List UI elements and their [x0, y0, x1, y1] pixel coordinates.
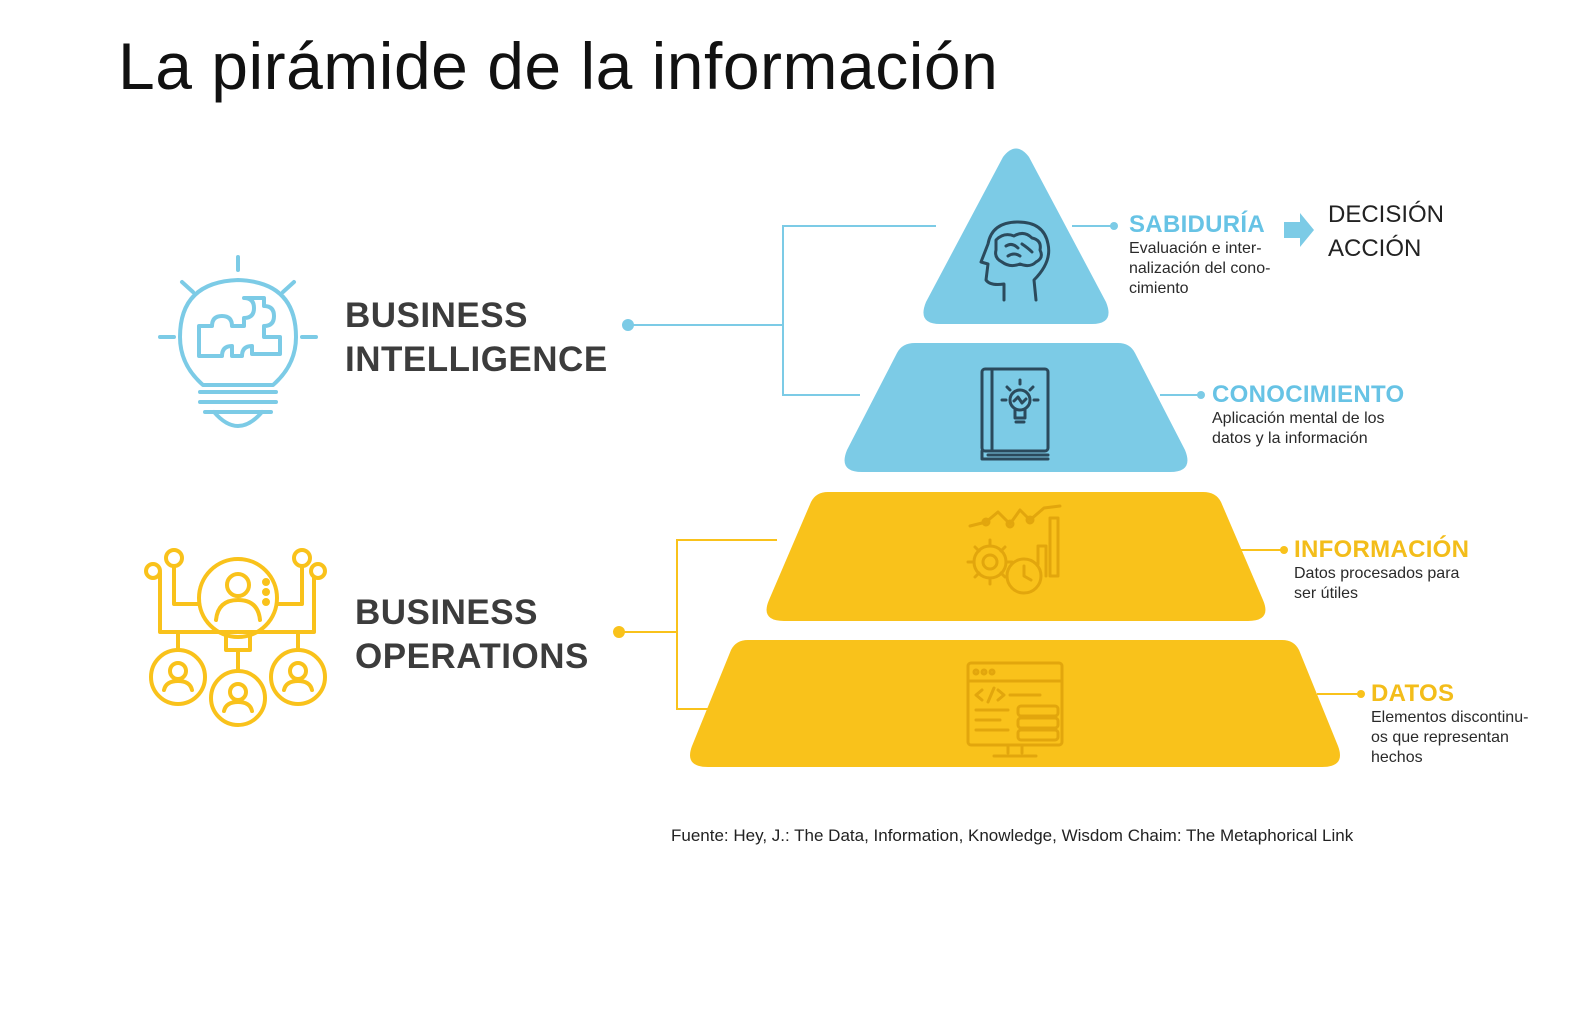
level-description: Aplicación mental de los datos y la info… [1212, 410, 1385, 447]
tier-datos [690, 640, 1340, 767]
bo-connector-dot [613, 626, 625, 638]
level-name: DATOS [1371, 680, 1455, 707]
tier-informacion [766, 492, 1266, 621]
level-description: Elementos discontinu- os que representan… [1371, 709, 1529, 766]
tier-conocimiento [844, 343, 1188, 472]
bi-line2: INTELLIGENCE [345, 340, 608, 379]
monitor-code-icon [966, 661, 1064, 758]
people-network-icon [144, 548, 327, 727]
bi-line1: BUSINESS [345, 296, 528, 335]
level-sabiduria: SABIDURÍA Evaluación e inter- nalización… [1129, 211, 1270, 299]
level-name: SABIDURÍA [1129, 211, 1266, 238]
bo-bracket [619, 539, 777, 710]
level-description: Evaluación e inter- nalización del cono-… [1129, 240, 1271, 297]
source-citation: Fuente: Hey, J.: The Data, Information, … [671, 826, 1354, 845]
bo-line2: OPERATIONS [355, 637, 589, 676]
bi-bracket [628, 225, 936, 396]
page-title: La pirámide de la información [118, 29, 999, 103]
bi-connector-dot [622, 319, 634, 331]
informacion-dot [1280, 546, 1288, 554]
outcome-text: DECISIÓN ACCIÓN [1328, 198, 1444, 266]
gears-chart-icon [966, 504, 1062, 595]
datos-dot [1357, 690, 1365, 698]
brain-head-icon [979, 220, 1051, 302]
level-conocimiento: CONOCIMIENTO Aplicación mental de los da… [1212, 381, 1405, 449]
business-operations-label: BUSINESS OPERATIONS [355, 591, 589, 679]
conocimiento-dot [1197, 391, 1205, 399]
level-datos: DATOS Elementos discontinu- os que repre… [1371, 680, 1528, 768]
level-name: INFORMACIÓN [1294, 536, 1470, 563]
bo-line1: BUSINESS [355, 593, 538, 632]
outcome-accion: ACCIÓN [1328, 235, 1422, 262]
lightbulb-puzzle-icon [158, 255, 318, 428]
level-name: CONOCIMIENTO [1212, 381, 1405, 408]
level-informacion: INFORMACIÓN Datos procesados para ser út… [1294, 536, 1469, 604]
business-intelligence-label: BUSINESS INTELLIGENCE [345, 294, 608, 382]
sabiduria-dot [1110, 222, 1118, 230]
outcome-decision: DECISIÓN [1328, 201, 1445, 228]
book-lightbulb-icon [980, 367, 1050, 461]
arrow-right-icon [1284, 213, 1314, 247]
level-description: Datos procesados para ser útiles [1294, 565, 1460, 602]
